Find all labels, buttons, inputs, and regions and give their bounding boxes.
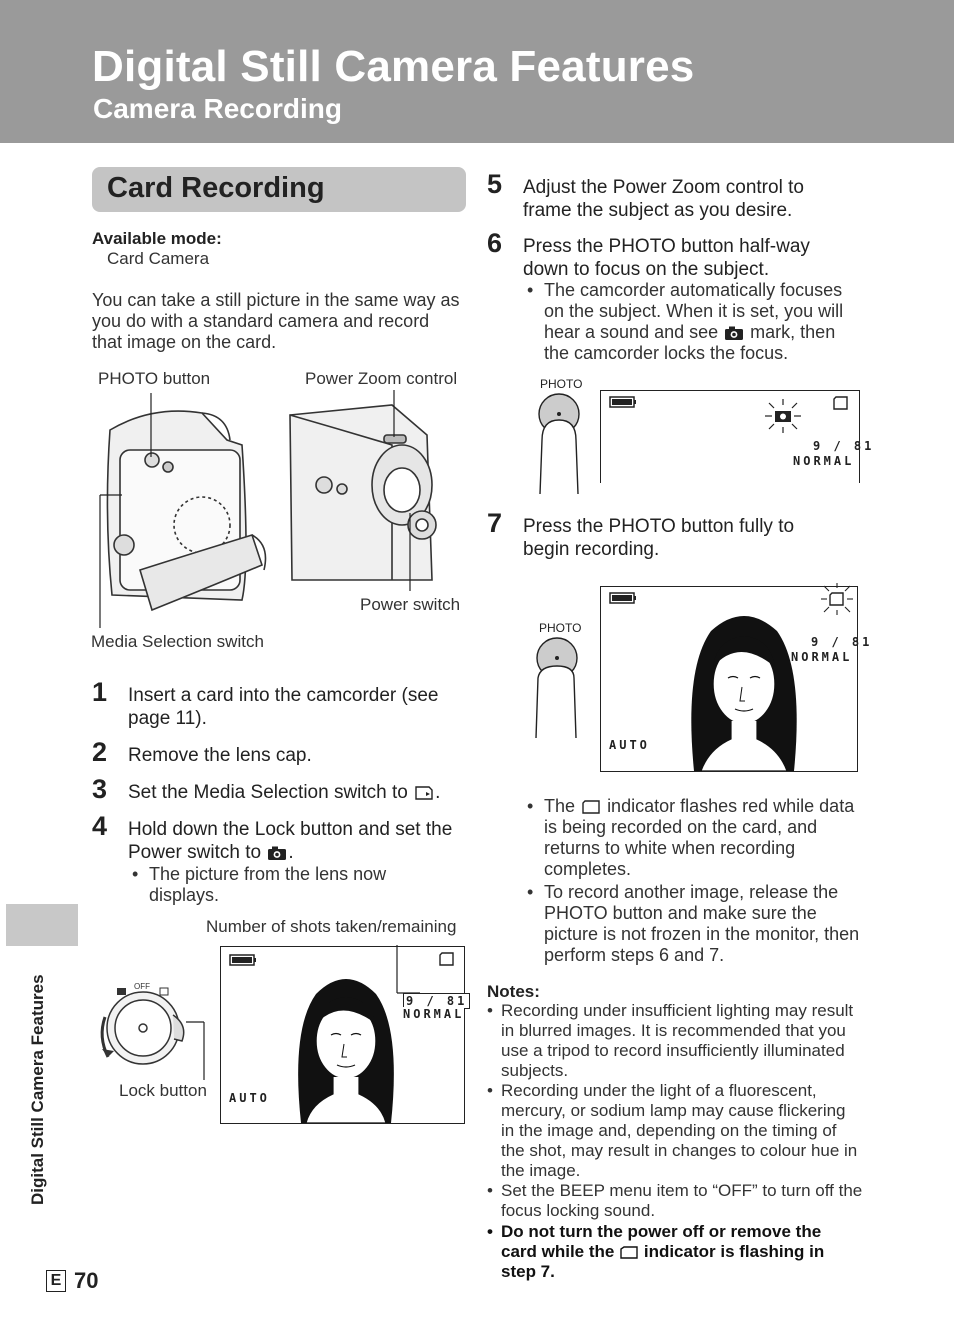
step-4-bullet: The picture from the lens now displays. bbox=[149, 864, 387, 905]
step-3-period: . bbox=[435, 782, 441, 803]
note-1: Recording under insufficient lighting ma… bbox=[501, 1001, 854, 1080]
step-7-bullet-2: To record another image, release the PHO… bbox=[544, 882, 860, 965]
step-5-text: Adjust the Power Zoom control to frame t… bbox=[523, 177, 804, 221]
intro-text: You can take a still picture in the same… bbox=[92, 290, 460, 352]
side-chapter-label: Digital Still Camera Features bbox=[28, 974, 47, 1205]
notes-title: Notes: bbox=[487, 982, 540, 1001]
step-1-number: 1 bbox=[92, 677, 108, 707]
step-4-number: 4 bbox=[92, 811, 108, 841]
section-title: Card Recording bbox=[107, 172, 325, 204]
step-7-bullet-1-mark: • bbox=[527, 796, 534, 816]
label-photo-button: PHOTO button bbox=[98, 369, 211, 388]
step-6-number: 6 bbox=[487, 228, 503, 258]
note-4-b: indicator is flashing in step 7. bbox=[501, 1242, 825, 1281]
battery-icon bbox=[609, 396, 636, 408]
monitor-screen-step6: 9 / 81 NORMAL bbox=[600, 390, 871, 483]
step-7-bullet-1-b: indicator flashes red while data is bein… bbox=[544, 796, 855, 879]
step-7-number: 7 bbox=[487, 508, 503, 538]
card-icon bbox=[439, 952, 454, 966]
header-band bbox=[0, 0, 954, 143]
step-6-bullet-b: mark, then the camcorder locks the focus… bbox=[544, 322, 836, 363]
step-6-bullet-a: The camcorder automatically focuses on t… bbox=[544, 280, 844, 342]
card-icon bbox=[833, 396, 848, 410]
photo-label-7: PHOTO bbox=[539, 621, 582, 635]
step-5-number: 5 bbox=[487, 169, 503, 199]
finger-on-photo-button bbox=[538, 393, 580, 495]
osd-quality: NORMAL bbox=[403, 1007, 465, 1021]
step-4-line: Hold down the Lock button and set the Po… bbox=[128, 818, 458, 864]
page-title: Digital Still Camera Features bbox=[92, 42, 695, 91]
note-2-mark: • bbox=[487, 1081, 493, 1100]
osd-mode: AUTO bbox=[229, 1091, 270, 1105]
step-1-text: Insert a card into the camcorder (see pa… bbox=[128, 685, 439, 729]
step-4-period: . bbox=[288, 842, 294, 863]
step-3-text: Set the Media Selection switch to bbox=[128, 782, 408, 803]
camera-icon bbox=[725, 326, 744, 341]
step-7-bullet-1: The indicator flashes red while data is … bbox=[544, 796, 864, 880]
note-3-mark: • bbox=[487, 1181, 493, 1200]
label-lock-button: Lock button bbox=[119, 1081, 207, 1100]
label-power-zoom: Power Zoom control bbox=[305, 369, 458, 388]
finger-on-photo-button bbox=[535, 637, 578, 739]
available-mode-label: Available mode: bbox=[92, 229, 222, 248]
step-7-text: Press the PHOTO button fully to begin re… bbox=[523, 516, 795, 560]
note-4: Do not turn the power off or remove the … bbox=[501, 1222, 853, 1282]
dial-off-label: OFF bbox=[134, 982, 150, 991]
shots-pointer-line bbox=[396, 945, 420, 994]
monitor-screen-step7: 9 / 81 NORMAL AUTO bbox=[600, 583, 869, 772]
note-4-mark: • bbox=[487, 1222, 493, 1241]
card-flashing-icon bbox=[821, 583, 853, 615]
osd-mode-7: AUTO bbox=[609, 738, 650, 752]
step-3-number: 3 bbox=[92, 774, 108, 804]
label-media-switch: Media Selection switch bbox=[91, 632, 264, 651]
label-power-switch: Power switch bbox=[360, 595, 461, 614]
osd-count-6: 9 / 81 bbox=[813, 439, 875, 453]
label-shots: Number of shots taken/remaining bbox=[206, 917, 457, 936]
card-icon bbox=[620, 1246, 638, 1259]
section-title-box bbox=[92, 167, 466, 212]
page-subtitle: Camera Recording bbox=[93, 93, 342, 124]
step-2-number: 2 bbox=[92, 737, 108, 767]
note-2: Recording under the light of a fluoresce… bbox=[501, 1081, 858, 1180]
camcorder-illustration bbox=[99, 390, 437, 628]
note-3: Set the BEEP menu item to “OFF” to turn … bbox=[501, 1181, 863, 1220]
step-2-text: Remove the lens cap. bbox=[128, 745, 312, 766]
side-tab bbox=[6, 904, 78, 946]
card-icon bbox=[415, 786, 433, 800]
note-4-a: Do not turn the power off or remove the … bbox=[501, 1222, 822, 1261]
page-number: 70 bbox=[74, 1268, 99, 1293]
photo-label-6: PHOTO bbox=[540, 377, 583, 391]
available-mode-value: Card Camera bbox=[107, 249, 210, 268]
portrait-illustration bbox=[691, 616, 797, 771]
osd-quality-6: NORMAL bbox=[793, 454, 855, 468]
camera-icon bbox=[268, 846, 287, 860]
step-4-text: Hold down the Lock button and set the Po… bbox=[128, 819, 453, 863]
monitor-screen-step4: 9 / 81 NORMAL AUTO bbox=[220, 946, 471, 1124]
osd-count: 9 / 81 bbox=[403, 993, 471, 1009]
osd-quality-7: NORMAL bbox=[791, 650, 853, 664]
page-language-box: E bbox=[46, 1270, 66, 1292]
step-6-bullet-mark: • bbox=[527, 280, 534, 300]
power-dial-illustration: OFF bbox=[100, 982, 205, 1080]
battery-icon bbox=[609, 592, 636, 604]
step-7-bullet-1-a: The bbox=[544, 796, 576, 816]
note-1-mark: • bbox=[487, 1001, 493, 1020]
battery-icon bbox=[229, 954, 256, 966]
osd-count-7: 9 / 81 bbox=[811, 635, 873, 649]
portrait-illustration bbox=[298, 979, 394, 1123]
step-6-bullet: The camcorder automatically focuses on t… bbox=[544, 280, 864, 364]
step-7-bullet-2-mark: • bbox=[527, 882, 534, 902]
card-icon bbox=[582, 800, 600, 814]
focus-lock-icon bbox=[765, 399, 801, 433]
step-3-line: Set the Media Selection switch to . bbox=[128, 781, 440, 804]
step-6-text: Press the PHOTO button half-way down to … bbox=[523, 236, 810, 280]
step-4-bullet-mark: • bbox=[132, 864, 139, 884]
